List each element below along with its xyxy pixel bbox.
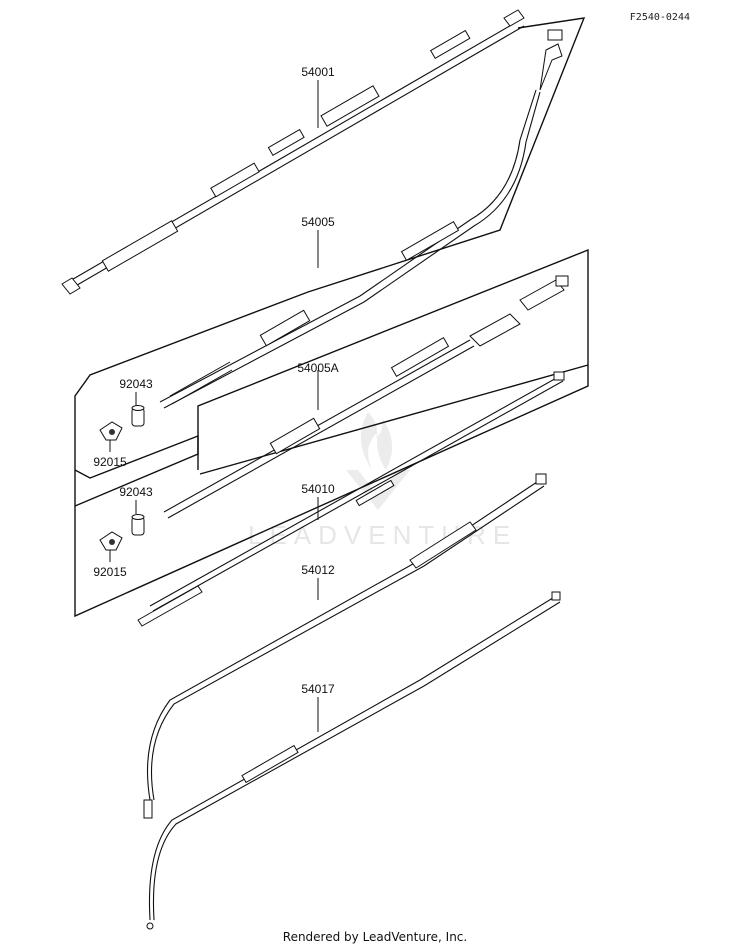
label-54017: 54017 <box>301 682 335 696</box>
label-92015-upper: 92015 <box>93 455 127 469</box>
footer-credit: Rendered by LeadVenture, Inc. <box>283 930 467 944</box>
wing-nut-92015-lower <box>99 531 123 551</box>
label-54005A: 54005A <box>297 361 338 375</box>
leader-lines <box>109 80 319 732</box>
cable-54005A <box>163 275 569 519</box>
cable-54017 <box>146 591 561 930</box>
label-92043-upper: 92043 <box>119 377 153 391</box>
wing-nut-92015-upper <box>99 421 123 441</box>
label-92015-lower: 92015 <box>93 565 127 579</box>
cable-54012 <box>143 473 547 819</box>
assembly-box-54005 <box>74 17 586 506</box>
label-54005: 54005 <box>301 215 335 229</box>
cable-54001 <box>61 9 525 295</box>
assembly-box-54005A <box>74 248 589 618</box>
collar-92043-lower <box>131 514 145 536</box>
cable-54005 <box>159 29 563 409</box>
cable-54010 <box>137 371 565 627</box>
collar-92043-upper <box>131 405 145 427</box>
label-54012: 54012 <box>301 563 335 577</box>
figure-code: F2540-0244 <box>630 12 690 23</box>
label-54001: 54001 <box>301 65 335 79</box>
label-54010: 54010 <box>301 482 335 496</box>
label-92043-lower: 92043 <box>119 485 153 499</box>
